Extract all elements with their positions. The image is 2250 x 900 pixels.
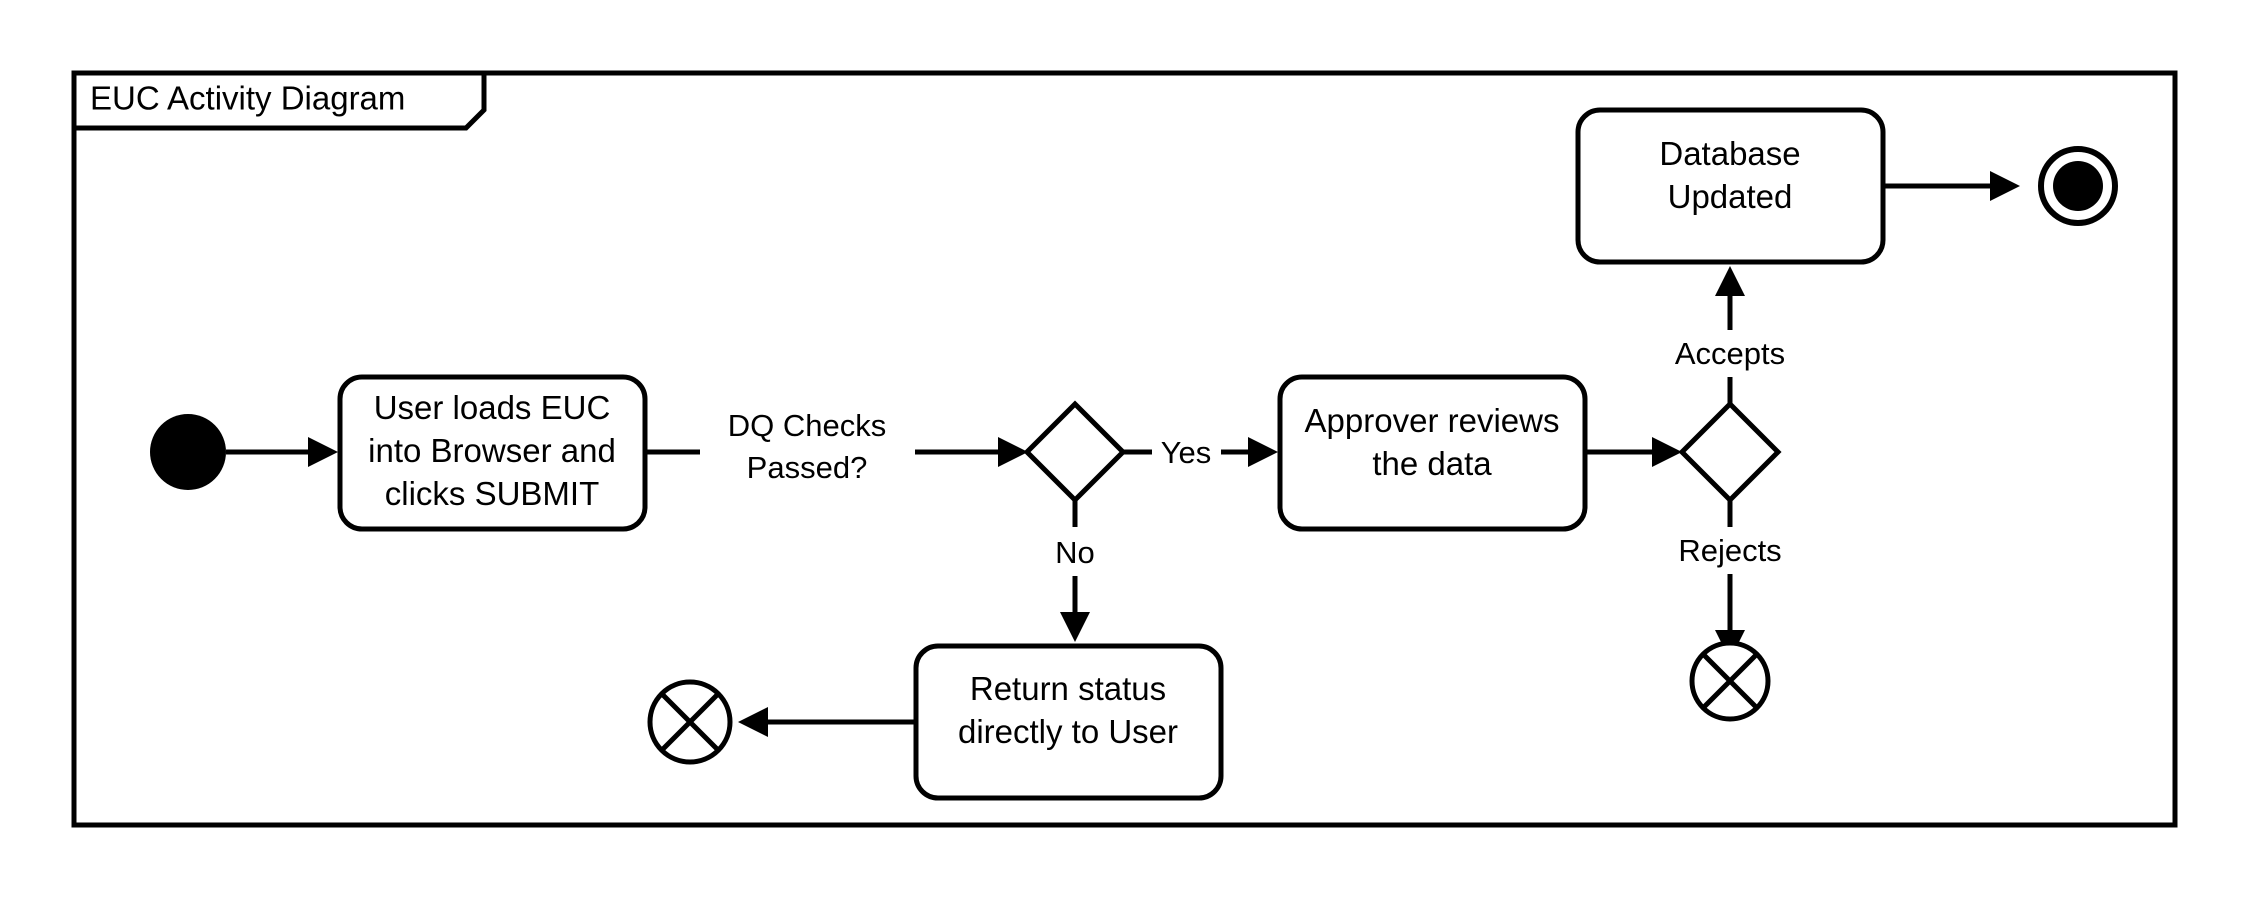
diagram-frame-tab: [74, 70, 487, 131]
edge-label-no: No: [1055, 535, 1095, 570]
flow-final-node-user[interactable]: [647, 679, 733, 765]
arrow-head-icon: [1652, 437, 1682, 467]
action-node-load-euc-line3: clicks SUBMIT: [385, 475, 600, 512]
decision-node-approval[interactable]: [1678, 400, 1782, 504]
diagram-frame-border: [71, 70, 2178, 828]
decision-node-dq-checks[interactable]: [1023, 400, 1127, 504]
edge-label-rejects: Rejects: [1678, 533, 1781, 568]
edge-return-status-to-flow-final: [738, 707, 916, 737]
edge-database-to-activity-final: [1883, 171, 2020, 201]
edge-label-yes: Yes: [1161, 435, 1212, 470]
action-node-return-status-line1: Return status: [970, 670, 1166, 707]
action-node-approver-review-line1: Approver reviews: [1305, 402, 1560, 439]
edge-approver-to-approval-decision: [1585, 437, 1682, 467]
arrow-head-icon: [308, 437, 338, 467]
diagram-title: EUC Activity Diagram: [90, 80, 405, 117]
action-node-approver-review-line2: the data: [1372, 445, 1492, 482]
activity-final-node[interactable]: [2038, 146, 2118, 226]
arrow-head-icon: [1060, 612, 1090, 642]
arrow-head-icon: [738, 707, 768, 737]
initial-node[interactable]: [150, 414, 226, 490]
edge-label-dq-checks-line1: DQ Checks: [728, 408, 886, 443]
arrow-head-icon: [998, 437, 1028, 467]
edge-label-dq-checks-line2: Passed?: [747, 450, 868, 485]
action-node-return-status-line2: directly to User: [958, 713, 1178, 750]
edge-approval-accepts: [1715, 266, 1745, 404]
action-node-load-euc-line1: User loads EUC: [374, 389, 611, 426]
edge-approval-rejects: [1715, 500, 1745, 660]
edge-label-accepts: Accepts: [1675, 336, 1785, 371]
action-node-database-updated-line2: Updated: [1668, 178, 1793, 215]
arrow-head-icon: [1248, 437, 1278, 467]
action-node-database-updated-line1: Database: [1659, 135, 1800, 172]
edge-label-backdrop: [700, 405, 915, 497]
arrow-head-icon: [1990, 171, 2020, 201]
edge-initial-to-load-euc: [226, 437, 338, 467]
edge-dq-decision-no: [1060, 500, 1090, 642]
action-node-load-euc-line2: into Browser and: [368, 432, 616, 469]
flow-final-node-reject[interactable]: [1689, 640, 1771, 722]
arrow-head-icon: [1715, 266, 1745, 296]
edge-dq-decision-yes: [1123, 437, 1278, 467]
